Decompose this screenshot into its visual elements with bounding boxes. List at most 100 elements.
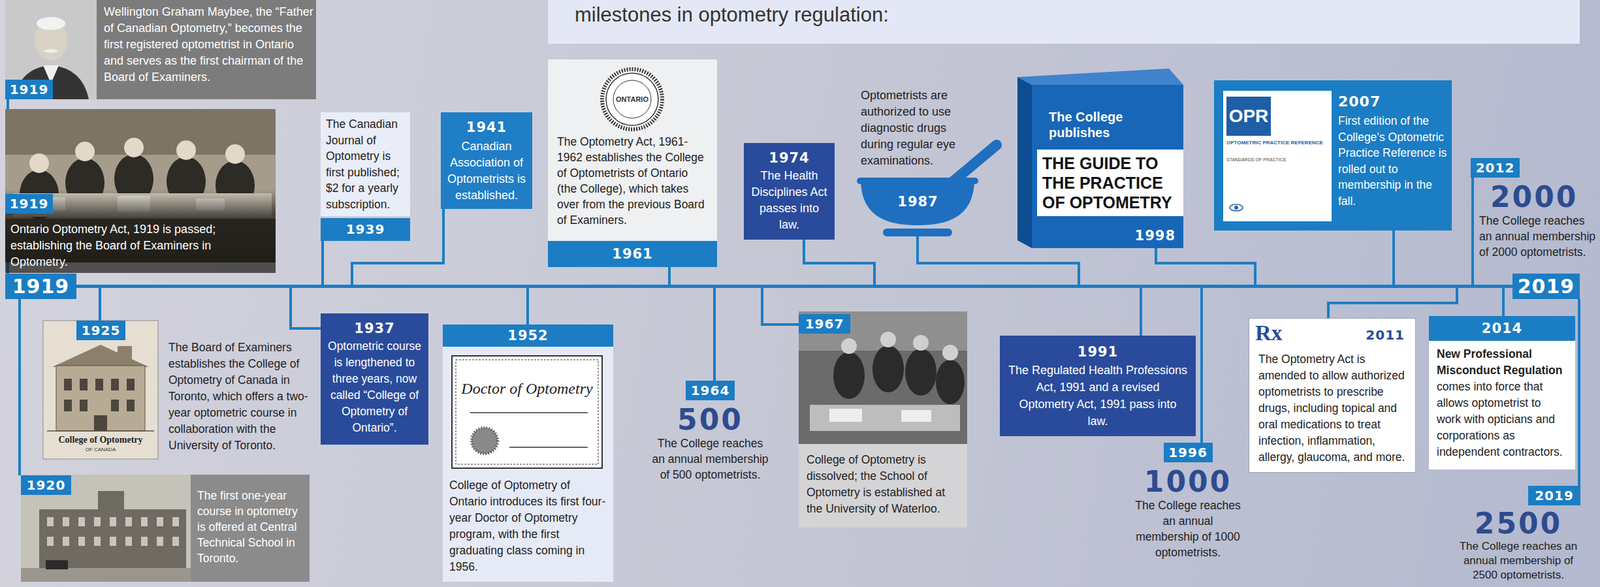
milestone-text: The Regulated Health Professions Act, 19…	[1007, 361, 1188, 430]
book-cover	[1031, 84, 1184, 249]
member-count: 1000	[1144, 466, 1232, 498]
photo-head	[225, 144, 245, 164]
milestone-text: Optometrists are authorized to use diagn…	[860, 87, 976, 170]
photo-wall	[798, 311, 968, 351]
card-body	[442, 346, 614, 478]
milestone-box: The Canadian Journal of Optometry is fir…	[320, 112, 411, 241]
milestone-box: 2007First edition of the College’s Optom…	[1214, 80, 1452, 231]
building-wall	[56, 365, 145, 432]
milestone-box: 1991The Regulated Health Professions Act…	[999, 335, 1196, 437]
photo-paper	[829, 408, 863, 422]
milestone-text: Wellington Graham Maybee, the “Father of…	[103, 3, 315, 86]
year-tab: 1996	[1163, 442, 1213, 463]
milestone-box: 1952College of Optometry of Ontario intr…	[442, 324, 614, 582]
milestone-panel	[1214, 80, 1452, 231]
book-title: THE GUIDE TO THE PRACTICE OF OPTOMETRY	[1037, 149, 1184, 217]
diploma-border	[455, 359, 599, 465]
milestone-text: The College reaches an annual membership…	[1470, 212, 1597, 260]
book-node: The College publishesTHE GUIDE TO THE PR…	[1031, 71, 1184, 249]
photo-head	[912, 335, 929, 351]
seal-inner	[613, 80, 652, 119]
school-windows	[47, 517, 179, 546]
caption-panel	[20, 474, 310, 582]
milestone-text: College of Optometry of Ontario introduc…	[442, 474, 614, 582]
milestone-text: The Optometry Act is amended to allow au…	[1249, 351, 1416, 473]
milestone-heading: New Professional Misconduct Regulation	[1428, 340, 1576, 379]
milestone-text: The College reaches an annual membership…	[649, 435, 771, 483]
milestone-text: Ontario Optometry Act, 1919 is passed; e…	[5, 218, 276, 273]
publisher-text: The College publishes	[1031, 109, 1184, 141]
milestone-box: 1974The Health Disciplines Act passes in…	[743, 143, 835, 240]
year-label: 1937	[324, 318, 425, 339]
year-label: 1974	[747, 148, 831, 168]
milestone-box: 1996 1000The College reaches an annual me…	[1129, 442, 1247, 561]
year-label: 1991	[1007, 342, 1188, 362]
ground-line	[47, 430, 155, 432]
member-count: 2500	[1474, 508, 1563, 540]
milestone-box: 20192500The College reaches an annual me…	[1456, 485, 1581, 584]
milestone-text: The Health Disciplines Act passes into l…	[747, 167, 831, 234]
mortar-base	[882, 228, 953, 237]
year-marker: 1919	[5, 273, 77, 300]
year-marker: 2019	[1512, 273, 1580, 300]
document-title: OPTOMETRIC PRACTICE REFERENCE	[1226, 139, 1325, 147]
year-label: 1998	[1135, 225, 1184, 249]
diploma-title: Doctor of Optometry	[457, 378, 597, 399]
year-tab: 1964	[685, 380, 735, 401]
book-top	[1017, 68, 1184, 85]
year-tab: 1925	[76, 320, 126, 341]
portrait-moustache	[43, 48, 59, 53]
eye-pupil	[1234, 205, 1239, 210]
year-label: 1941	[444, 117, 529, 138]
milestone-text: College of Optometry is dissolved; the S…	[798, 444, 968, 528]
seal-ring	[606, 73, 659, 126]
milestone-box: 1920The first one-year course in optomet…	[20, 474, 310, 582]
diploma-rule	[470, 412, 588, 414]
portrait-photo	[5, 0, 97, 100]
photo-figure	[935, 359, 965, 405]
milestone-text: Canadian Association of Optometrists is …	[444, 138, 529, 204]
year-label: 2011	[1365, 325, 1405, 345]
year-tab: 1919	[5, 79, 53, 100]
year-label: 1987	[860, 192, 976, 212]
image-caption: OF CANADA	[45, 446, 156, 454]
milestone-text: The Board of Examiners establishes the C…	[168, 339, 309, 454]
milestone-box: 1937Optometric course is lengthened to t…	[320, 313, 429, 445]
portrait-hair	[36, 16, 66, 31]
document-subtitle: STANDARDS OF PRACTICE	[1226, 156, 1325, 163]
intro-box: milestones in optometry regulation:	[547, 0, 1580, 44]
photo-head	[942, 344, 959, 361]
year-tab: 1920	[20, 475, 72, 496]
milestone-box: 1919Ontario Optometry Act, 1919 is passe…	[5, 109, 276, 276]
photo-figure	[905, 348, 937, 396]
year-band: 1961	[547, 240, 718, 268]
year-tab: 1919	[5, 193, 53, 214]
document-logo	[1226, 96, 1271, 136]
photo-figure	[872, 345, 904, 393]
timeline-end: 2019	[1512, 273, 1580, 300]
timeline-line	[76, 284, 1513, 288]
milestone-box: Wellington Graham Maybee, the “Father of…	[5, 0, 317, 102]
photo-figure	[833, 352, 865, 400]
photo-paper	[901, 410, 932, 422]
milestone-text: The first one-year course in optometry i…	[197, 487, 307, 567]
image-caption: College of Optometry	[45, 434, 156, 446]
milestone-box: 2014New Professional Misconduct Regulati…	[1428, 316, 1576, 470]
caption-panel	[96, 0, 317, 100]
year-tab: 1939	[320, 218, 411, 241]
diploma	[451, 355, 603, 469]
milestone-text: The College reaches an annual membership…	[1456, 539, 1581, 583]
seal-text: ONTARIO	[612, 94, 652, 104]
photo-head	[176, 140, 196, 160]
diploma-rule	[509, 446, 588, 448]
photo-head	[880, 331, 896, 348]
milestone-box: 1964500The College reaches an annual mem…	[649, 380, 771, 486]
milestone-text: Optometric course is lengthened to three…	[324, 338, 425, 437]
school-street	[20, 568, 191, 582]
milestone-text: The College reaches an annual membership…	[1129, 497, 1247, 561]
document-cover	[1223, 90, 1332, 222]
year-tab: 2012	[1470, 158, 1520, 178]
building-roof	[52, 344, 149, 368]
